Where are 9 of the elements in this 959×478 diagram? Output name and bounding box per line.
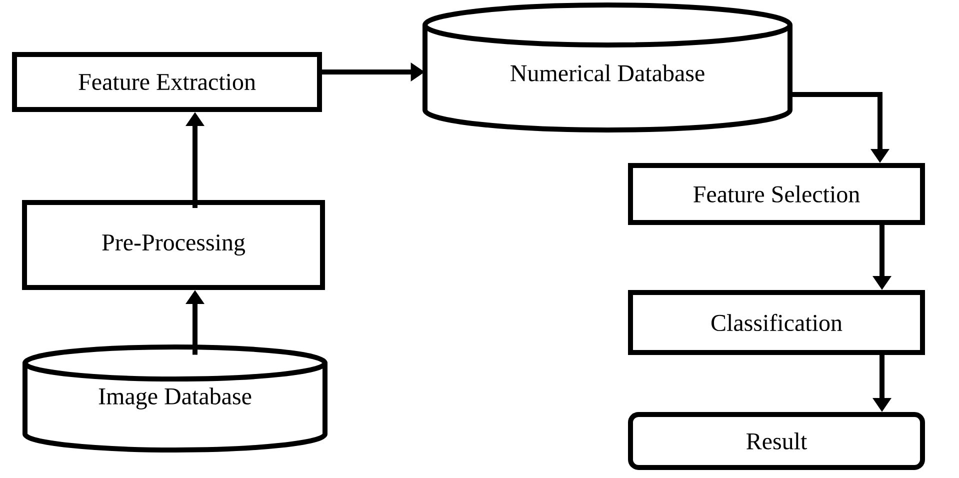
result-box: Result bbox=[628, 412, 925, 470]
node-label: Image Database bbox=[98, 388, 252, 410]
process-box: Feature Selection bbox=[628, 163, 925, 225]
database-cylinder: Numerical Database bbox=[422, 2, 792, 132]
process-box: Pre-Processing bbox=[22, 200, 325, 290]
node-label: Numerical Database bbox=[510, 64, 704, 82]
process-box: Classification bbox=[628, 290, 925, 355]
database-cylinder: Image Database bbox=[22, 344, 328, 452]
process-box: Feature Extraction bbox=[12, 52, 322, 112]
